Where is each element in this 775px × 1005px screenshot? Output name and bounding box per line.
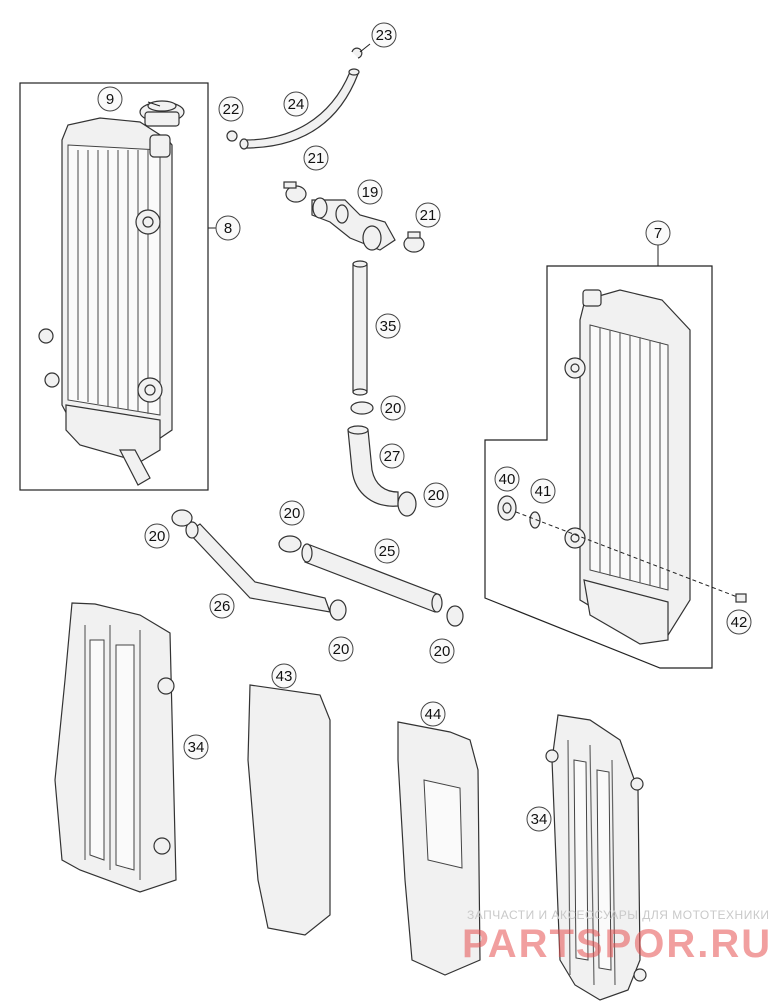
callout-22: 22	[218, 96, 244, 122]
callout-27: 27	[379, 443, 405, 469]
callout-35: 35	[375, 313, 401, 339]
svg-text:21: 21	[308, 150, 325, 167]
svg-text:23: 23	[376, 27, 393, 44]
svg-text:27: 27	[384, 448, 401, 465]
hose-26	[187, 523, 331, 613]
callout-19: 19	[357, 179, 383, 205]
clamp-20-c	[171, 509, 193, 527]
svg-text:20: 20	[284, 505, 301, 522]
svg-text:24: 24	[288, 96, 305, 113]
svg-text:26: 26	[214, 598, 231, 615]
svg-text:21: 21	[420, 207, 437, 224]
right-radiator	[564, 289, 691, 645]
clamp-20-f	[446, 605, 464, 627]
callout-41: 41	[530, 478, 556, 504]
svg-text:42: 42	[731, 614, 748, 631]
svg-text:20: 20	[385, 400, 402, 417]
svg-text:20: 20	[428, 487, 445, 504]
pipe-35	[352, 263, 368, 393]
callout-8: 8	[215, 215, 241, 241]
callout-24: 24	[283, 91, 309, 117]
svg-text:34: 34	[188, 739, 205, 756]
thermostat-19	[311, 197, 396, 251]
callout-34-b: 34	[526, 806, 552, 832]
svg-text:44: 44	[425, 706, 442, 723]
panel-44	[397, 721, 481, 976]
callout-20-b: 20	[423, 482, 449, 508]
callout-9: 9	[97, 86, 123, 112]
callout-21-b: 21	[415, 202, 441, 228]
clamp-20-b	[397, 491, 417, 517]
radiator-cap	[139, 100, 185, 127]
svg-text:19: 19	[362, 184, 379, 201]
svg-text:9: 9	[106, 91, 114, 108]
svg-text:34: 34	[531, 811, 548, 828]
svg-text:22: 22	[223, 101, 240, 118]
callout-20-d: 20	[279, 500, 305, 526]
panel-43	[247, 684, 331, 936]
callout-23: 23	[371, 22, 397, 48]
clamp-21-a	[283, 181, 307, 203]
svg-text:8: 8	[224, 220, 232, 237]
right-radiator-shroud	[545, 714, 647, 1001]
clip-22	[226, 130, 238, 142]
clamp-20-a	[350, 401, 374, 415]
bolt-42	[735, 593, 747, 603]
clip-23	[351, 47, 363, 59]
left-radiator-shroud	[54, 602, 177, 893]
svg-text:35: 35	[380, 318, 397, 335]
clamp-20-e	[329, 599, 347, 621]
callout-20-f: 20	[429, 638, 455, 664]
right-radiator-frame	[484, 265, 713, 669]
svg-text:41: 41	[535, 483, 552, 500]
svg-text:25: 25	[379, 543, 396, 560]
svg-text:7: 7	[654, 225, 662, 242]
svg-text:40: 40	[499, 471, 516, 488]
callout-7: 7	[645, 220, 671, 246]
left-radiator-frame	[19, 82, 209, 491]
hose-27	[347, 429, 399, 507]
grommet-40	[497, 495, 517, 521]
callout-25: 25	[374, 538, 400, 564]
clamp-20-d	[278, 535, 302, 553]
callout-43: 43	[271, 663, 297, 689]
watermark-brand: PARTSPOR.RU	[462, 922, 773, 966]
left-radiator	[38, 117, 173, 486]
callout-42: 42	[726, 609, 752, 635]
watermark-tagline: ЗАПЧАСТИ И АКСЕССУАРЫ ДЛЯ МОТОТЕХНИКИ	[467, 908, 770, 922]
svg-text:20: 20	[333, 641, 350, 658]
svg-text:43: 43	[276, 668, 293, 685]
callout-40: 40	[494, 466, 520, 492]
callout-44: 44	[420, 701, 446, 727]
callout-21-a: 21	[303, 145, 329, 171]
callout-26: 26	[209, 593, 235, 619]
callout-20-c: 20	[144, 523, 170, 549]
svg-text:20: 20	[434, 643, 451, 660]
svg-text:20: 20	[149, 528, 166, 545]
clamp-21-b	[403, 231, 425, 253]
washer-41	[529, 511, 541, 529]
callout-34-a: 34	[183, 734, 209, 760]
callout-20-a: 20	[380, 395, 406, 421]
callout-20-e: 20	[328, 636, 354, 662]
